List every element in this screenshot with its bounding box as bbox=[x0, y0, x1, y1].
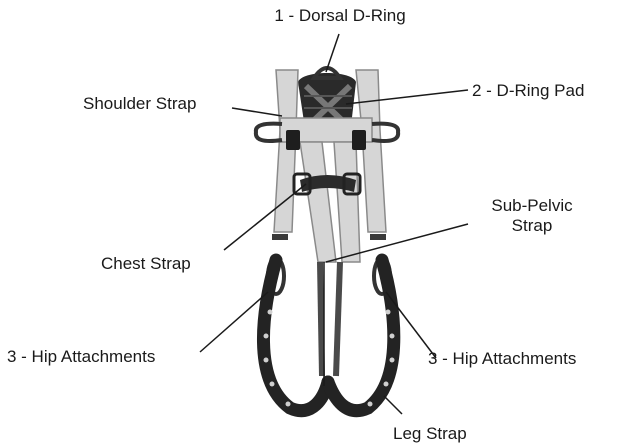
label-leg-strap: Leg Strap bbox=[393, 424, 467, 443]
label-sub-pelvic-line2: Strap bbox=[452, 216, 612, 235]
label-hip-attachments-right: 3 - Hip Attachments bbox=[428, 349, 576, 368]
label-sub-pelvic-line1: Sub-Pelvic bbox=[452, 196, 612, 215]
label-dorsal-d-ring: 1 - Dorsal D-Ring bbox=[240, 6, 440, 25]
label-chest-strap: Chest Strap bbox=[101, 254, 191, 273]
label-hip-attachments-left: 3 - Hip Attachments bbox=[7, 347, 155, 366]
label-shoulder-strap: Shoulder Strap bbox=[83, 94, 196, 113]
sub-pelvic-strap bbox=[320, 262, 340, 376]
label-d-ring-pad: 2 - D-Ring Pad bbox=[472, 81, 584, 100]
hip-d-rings bbox=[268, 258, 390, 294]
